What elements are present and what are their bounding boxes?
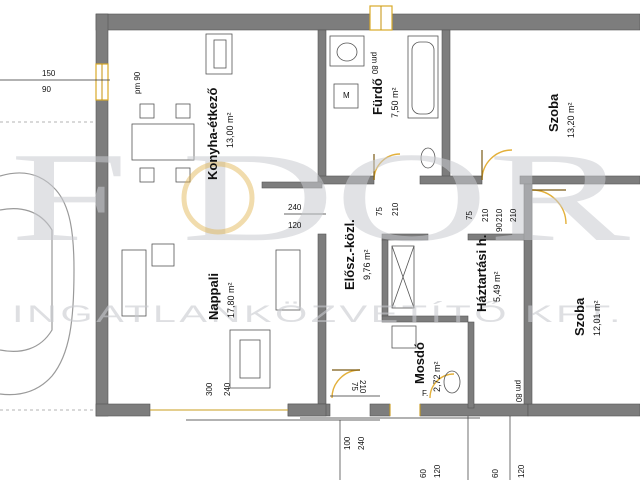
dim-door-210: 210 [358, 380, 367, 394]
room-name-utility: Háztartási h. [474, 235, 489, 312]
dim-door-75: 75 [350, 382, 359, 391]
room-area-hall: 9,76 m² [362, 249, 372, 280]
room-area-bedroom-top: 13,20 m² [566, 102, 576, 138]
room-name-bedroom-top: Szoba [546, 93, 561, 132]
room-area-living: 17,80 m² [226, 282, 236, 318]
dim-bottom-240: 240 [357, 436, 366, 450]
dim-wash-small: F. [422, 389, 428, 398]
room-name-bathroom: Fürdő [370, 78, 385, 115]
dim-hall-210: 210 [391, 202, 400, 216]
watermark-tagline: INGATLANKÖZVETÍTŐ KFT. [12, 301, 624, 328]
dim-util-210b: 210 [495, 208, 504, 222]
room-labels: Konyha-étkező 13,00 m² Fürdő 7,50 m² Szo… [205, 78, 602, 392]
dim-pm90: pm 90 [133, 71, 142, 94]
dim-bottom-60b: 60 [491, 469, 500, 478]
dim-top-left-150: 150 [42, 69, 56, 78]
dim-hall-75: 75 [375, 207, 384, 216]
dim-util-75: 75 [465, 211, 474, 220]
furniture [121, 33, 461, 394]
windows [95, 5, 421, 416]
dim-pm80: pm 80 [370, 52, 379, 75]
dim-right-210: 210 [509, 208, 518, 222]
room-area-kitchen: 13,00 m² [225, 112, 235, 148]
dim-bottom-120b: 120 [517, 464, 526, 478]
room-area-washroom: 2,72 m² [432, 361, 442, 392]
dim-top-left-90: 90 [42, 85, 51, 94]
dim-bottom-100: 100 [343, 436, 352, 450]
dim-util-210: 210 [481, 208, 490, 222]
car-icon [0, 172, 75, 396]
dim-util-90: 90 [495, 223, 504, 232]
room-area-bedroom-bottom: 12,01 m² [592, 300, 602, 336]
interior-walls [261, 29, 640, 417]
room-area-utility: 5,49 m² [492, 271, 502, 302]
dim-hall-120: 120 [288, 221, 302, 230]
watermark-logo-ring-icon [181, 161, 255, 235]
dim-bottom-120a: 120 [433, 464, 442, 478]
dimension-lines [0, 79, 511, 480]
room-name-hall: Elősz.-közl. [342, 219, 357, 290]
watermark: F DOR INGATLANKÖZVETÍTŐ KFT. [10, 126, 631, 328]
dim-living-240: 240 [223, 382, 232, 396]
room-name-kitchen: Konyha-étkező [205, 87, 220, 180]
dimension-labels: 150 90 pm 90 pm 80 240 120 75 210 75 210… [42, 52, 526, 478]
carport [0, 121, 96, 411]
dim-living-300: 300 [205, 382, 214, 396]
room-name-washroom: Mosdó [412, 342, 427, 384]
room-name-bedroom-bottom: Szoba [572, 297, 587, 336]
dim-hall-240: 240 [288, 203, 302, 212]
dim-bottom-60a: 60 [419, 469, 428, 478]
room-name-living: Nappali [206, 273, 221, 320]
dim-pm-bottom: pm 80 [514, 380, 523, 403]
watermark-logo: F DOR [10, 126, 631, 268]
dim-wash-m: M [343, 91, 350, 100]
doors [331, 149, 567, 399]
room-area-bathroom: 7,50 m² [390, 87, 400, 118]
